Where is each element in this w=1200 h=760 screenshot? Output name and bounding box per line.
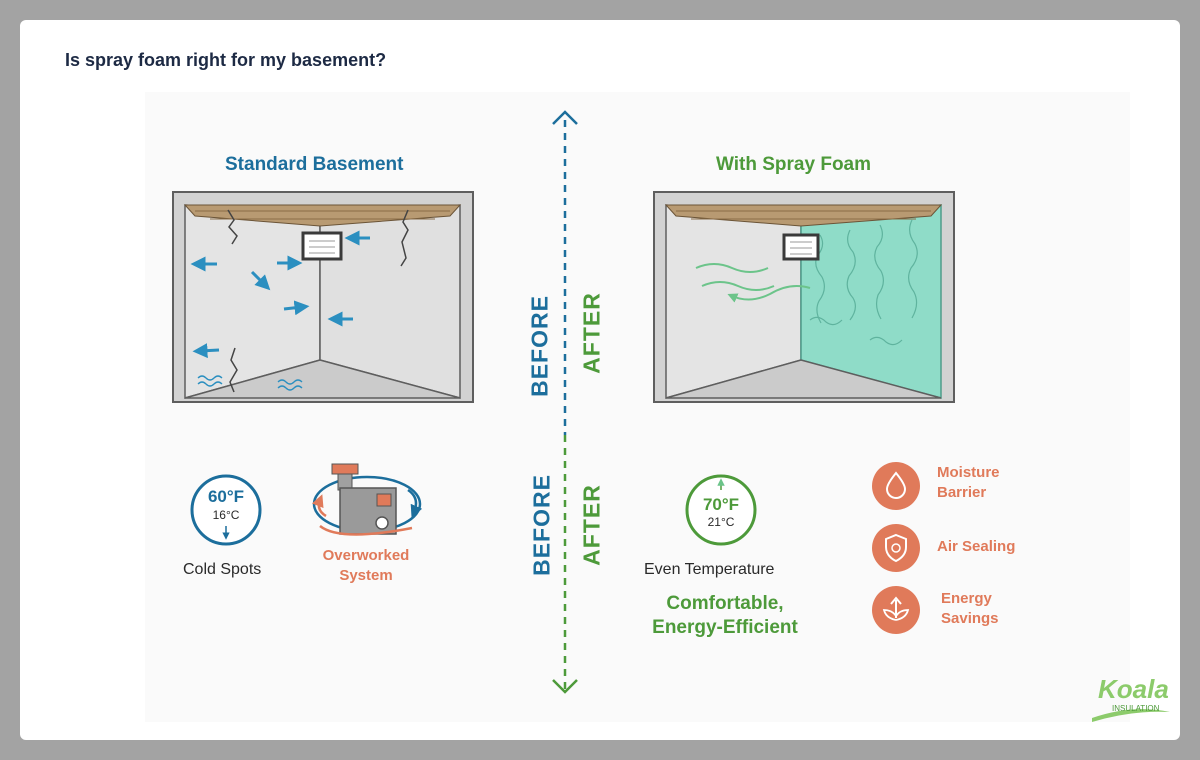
furnace-icon bbox=[311, 463, 423, 536]
even-temperature-icon bbox=[685, 474, 757, 546]
right-temp-f: 70°F bbox=[702, 495, 740, 514]
cold-air-leak-arrows bbox=[190, 230, 370, 359]
before-after-divider bbox=[552, 110, 578, 694]
left-temp-c: 16°C bbox=[212, 508, 240, 522]
overworked-line1: Overworked bbox=[322, 547, 410, 564]
benefit-energy-line1: Energy bbox=[941, 590, 992, 607]
air-vent-icon bbox=[301, 231, 343, 261]
even-airflow-icon bbox=[695, 263, 811, 303]
divider-before-top: BEFORE bbox=[526, 295, 553, 397]
foam-texture bbox=[809, 219, 918, 346]
wall-crack-icons bbox=[227, 209, 409, 393]
illustration-svg bbox=[172, 110, 1170, 722]
summary-line1: Comfortable, bbox=[666, 593, 784, 614]
standard-basement-heading: Standard Basement bbox=[225, 154, 404, 175]
left-temp-f: 60°F bbox=[207, 487, 245, 506]
shield-icon bbox=[872, 524, 920, 572]
benefit-air-sealing: Air Sealing bbox=[937, 538, 1016, 555]
spray-foam-basement-room bbox=[653, 191, 955, 403]
leaf-arrow-icon bbox=[872, 586, 920, 634]
cold-spots-caption: Cold Spots bbox=[183, 561, 262, 578]
water-drop-icon bbox=[872, 462, 920, 510]
standard-basement-room bbox=[172, 191, 474, 403]
logo-brand: Koala bbox=[1098, 674, 1169, 704]
benefit-moisture-line1: Moisture bbox=[937, 464, 1000, 481]
spray-foam-heading: With Spray Foam bbox=[716, 154, 872, 175]
benefit-energy-line2: Savings bbox=[941, 610, 999, 627]
right-temp-c: 21°C bbox=[707, 515, 735, 529]
logo-sub: INSULATION bbox=[1112, 704, 1160, 713]
moisture-wave-icons bbox=[197, 375, 303, 391]
overworked-line2: System bbox=[339, 567, 393, 584]
divider-after-bottom: AFTER bbox=[578, 484, 605, 566]
page-title: Is spray foam right for my basement? bbox=[65, 50, 387, 70]
koala-logo-swoosh bbox=[1092, 709, 1170, 722]
divider-before-bottom: BEFORE bbox=[528, 474, 555, 576]
infographic-card: Is spray foam right for my basement? bbox=[20, 20, 1180, 740]
even-temp-caption: Even Temperature bbox=[644, 561, 775, 578]
cold-temperature-icon bbox=[190, 474, 262, 546]
benefit-moisture-line2: Barrier bbox=[937, 484, 987, 501]
summary-line2: Energy-Efficient bbox=[652, 617, 798, 638]
divider-after-top: AFTER bbox=[578, 292, 605, 374]
air-vent-icon-right bbox=[782, 233, 820, 261]
